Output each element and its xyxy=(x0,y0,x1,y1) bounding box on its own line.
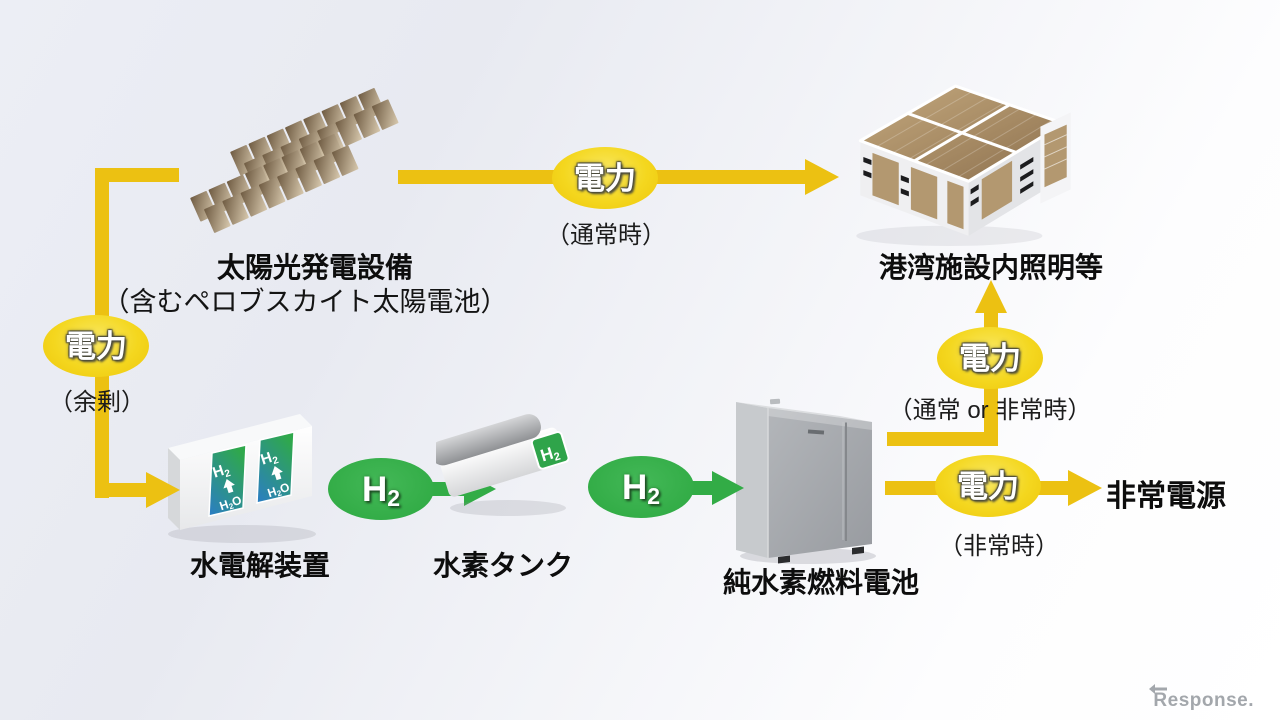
fuel-cell-icon xyxy=(736,398,876,564)
solar-title: 太陽光発電設備 xyxy=(216,252,414,283)
h2-arrowhead-icon xyxy=(712,471,744,505)
watermark-arrow-icon xyxy=(1149,684,1168,694)
power-badge-emergency: 電力 xyxy=(935,455,1041,517)
surplus-power-line xyxy=(95,168,179,182)
svg-text:H2: H2 xyxy=(538,442,562,467)
note-normal-time: （通常時） xyxy=(546,222,666,249)
power-badge-normal-or-emergency: 電力 xyxy=(937,327,1043,389)
power-badge-surplus: 電力 xyxy=(43,315,149,377)
response-watermark: Response. xyxy=(1149,684,1254,712)
power-arrowhead-icon xyxy=(805,159,839,195)
fuelcell-to-building-line xyxy=(887,432,996,446)
solar-subtitle: （含むペロブスカイト太陽電池） xyxy=(102,287,508,317)
surplus-power-line xyxy=(95,483,147,497)
hydrogen-tank-icon: H2 xyxy=(436,414,570,516)
note-emergency: （非常時） xyxy=(939,533,1059,560)
electrolyzer-title: 水電解装置 xyxy=(189,550,331,581)
power-arrowhead-icon xyxy=(1068,470,1102,506)
svg-text:H2O: H2O xyxy=(218,493,244,514)
power-arrowhead-up-icon xyxy=(975,280,1007,313)
electrolyzer-icon: H2 H2O xyxy=(168,414,316,543)
power-badge-normal: 電力 xyxy=(552,147,658,209)
tank-title: 水素タンク xyxy=(432,550,574,581)
port-building-icon xyxy=(856,84,1071,246)
building-title: 港湾施設内照明等 xyxy=(878,252,1104,283)
emergency-power-title: 非常電源 xyxy=(1106,480,1226,513)
power-arrowhead-icon xyxy=(146,472,180,508)
note-surplus: （余剰） xyxy=(49,389,145,416)
svg-text:H2: H2 xyxy=(211,460,233,483)
fuel-cell-title: 純水素燃料電池 xyxy=(722,567,920,598)
solar-panels-icon xyxy=(190,88,399,233)
note-normal-or-emergency: （通常 or 非常時） xyxy=(888,397,1092,424)
